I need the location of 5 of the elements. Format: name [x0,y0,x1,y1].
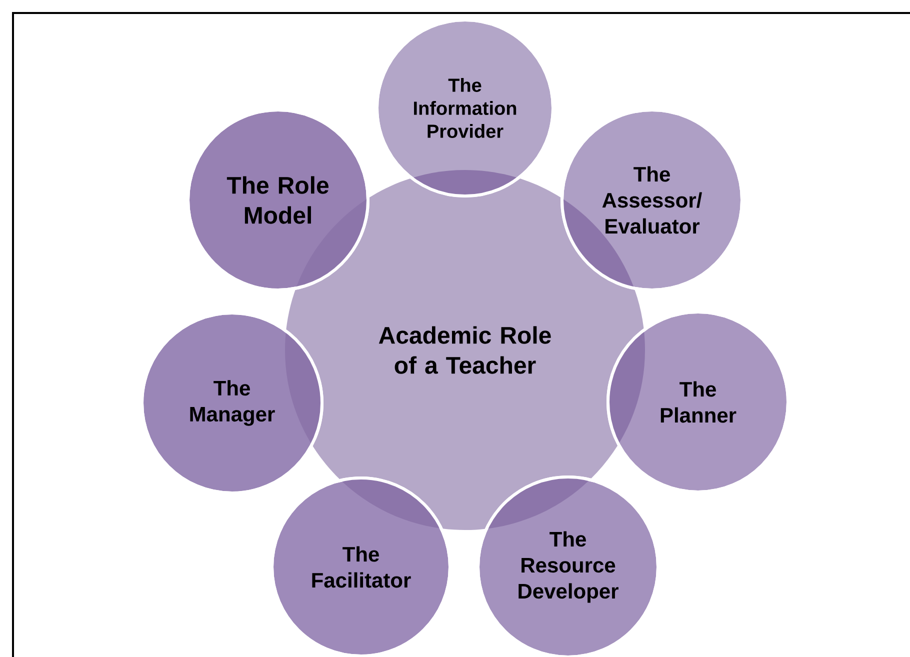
node-label: The Information Provider [414,78,516,138]
node-label: The Planner [660,381,736,423]
node-label: The Manager [190,380,275,426]
node-label: The Facilitator [312,546,411,588]
node-label: The Resource Developer [518,531,618,603]
